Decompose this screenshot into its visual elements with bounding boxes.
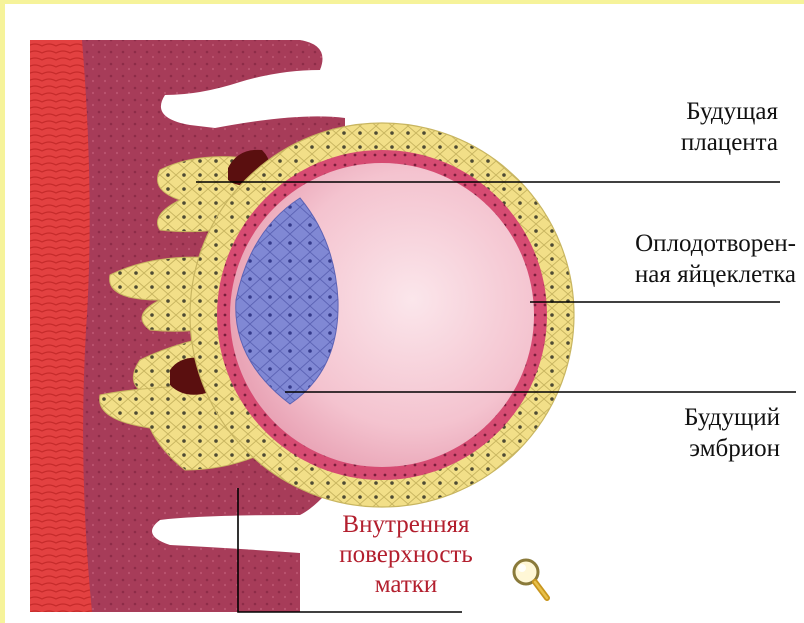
label-future-placenta-line1: Будущая [622, 96, 778, 127]
label-future-placenta: Будущая плацента [622, 96, 778, 158]
label-uterus-line1: Внутренняя [300, 510, 512, 540]
label-uterus-line3: матки [300, 570, 512, 600]
label-uterus-inner-surface: Внутренняя поверхность матки [300, 510, 512, 600]
label-fertilized-egg-line1: Оплодотворен- [560, 228, 796, 259]
label-future-embryo-line1: Будущий [640, 402, 780, 433]
label-uterus-line2: поверхность [300, 540, 512, 570]
label-future-embryo: Будущий эмбрион [640, 402, 780, 464]
label-future-placenta-line2: плацента [622, 127, 778, 158]
label-future-embryo-line2: эмбрион [640, 433, 780, 464]
label-fertilized-egg-line2: ная яйцеклетка [560, 259, 796, 290]
label-fertilized-egg: Оплодотворен- ная яйцеклетка [560, 228, 796, 290]
magnifier-icon[interactable] [509, 555, 553, 605]
uterine-wall [30, 40, 92, 612]
